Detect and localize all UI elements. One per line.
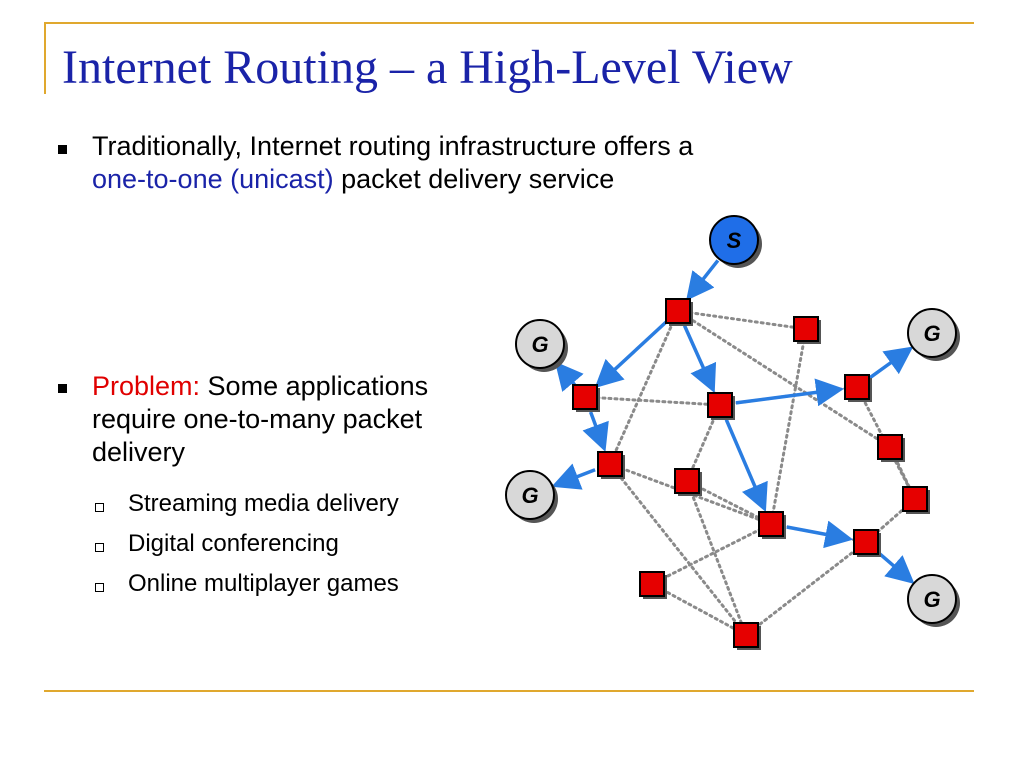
slide-title: Internet Routing – a High-Level View	[62, 41, 793, 94]
network-link-R3-R4	[583, 395, 722, 407]
router-node-R11	[853, 529, 879, 555]
route-arrow-R7-G3	[551, 463, 596, 490]
bullet-2: Problem: Some applications require one-t…	[92, 370, 428, 469]
bullet-2-line-3: delivery	[92, 437, 186, 467]
bullet-marker-2	[58, 384, 67, 393]
network-link-R12-R13	[650, 582, 748, 637]
network-link-R1-R6	[676, 309, 892, 449]
bullet-1-line-2: one-to-one (unicast) packet delivery ser…	[92, 163, 693, 196]
sub-bullet-2: Digital conferencing	[128, 530, 339, 557]
unicast-highlight: one-to-one (unicast)	[92, 164, 334, 194]
router-node-R1	[665, 298, 691, 324]
group-member-2-node	[907, 308, 957, 358]
route-arrow-S-R1	[686, 259, 720, 301]
network-link-R12-R10	[650, 522, 773, 586]
routes-layer	[551, 259, 915, 584]
title-accent-horizontal	[44, 22, 974, 24]
bullet-2-line-2: require one-to-many packet	[92, 404, 423, 434]
router-node-R2	[793, 316, 819, 342]
router-node-R3	[572, 384, 598, 410]
bullet-1: Traditionally, Internet routing infrastr…	[92, 130, 693, 196]
group-member-4-node	[907, 574, 957, 624]
sub-marker-3	[95, 583, 104, 592]
route-arrow-R1-R4	[682, 324, 717, 394]
network-link-R8-R13	[685, 479, 748, 637]
group-member-3-label: G	[521, 483, 538, 508]
network-link-R8-R10	[685, 479, 773, 526]
router-node-R10	[758, 511, 784, 537]
route-arrow-R4-R10	[724, 419, 768, 513]
network-link-R7-R13	[608, 462, 748, 637]
sub-marker-1	[95, 503, 104, 512]
group-member-3-node	[505, 470, 555, 520]
source-label: S	[727, 228, 742, 253]
network-link-R11-R13	[744, 540, 868, 637]
route-arrow-R10-R11	[786, 520, 854, 549]
router-node-R12	[639, 571, 665, 597]
nodes-layer: S G G G G	[505, 215, 960, 650]
network-link-R1-R2	[676, 309, 808, 331]
router-node-R9	[902, 486, 928, 512]
group-member-1-label: G	[531, 332, 548, 357]
bullet-marker-1	[58, 145, 67, 154]
route-arrow-R1-R3	[594, 320, 668, 389]
router-node-R13	[733, 622, 759, 648]
group-member-1-node	[515, 319, 565, 369]
router-node-R5	[844, 374, 870, 400]
route-arrow-R3-G1	[554, 361, 584, 392]
problem-label: Problem:	[92, 371, 201, 401]
route-arrow-R11-G4	[876, 551, 915, 584]
bullet-2-text: Some applications	[200, 371, 429, 401]
network-link-R1-R7	[608, 309, 680, 466]
network-link-R2-R10	[769, 327, 808, 526]
route-arrow-R3-R7	[582, 411, 609, 452]
router-node-R8	[674, 468, 700, 494]
footer-rule	[44, 690, 974, 692]
bullet-1-rest: packet delivery service	[333, 164, 615, 194]
sub-bullet-3: Online multiplayer games	[128, 570, 399, 597]
bullet-1-line-1: Traditionally, Internet routing infrastr…	[92, 131, 694, 161]
router-node-R6	[877, 434, 903, 460]
router-node-R7	[597, 451, 623, 477]
group-member-2-label: G	[923, 321, 940, 346]
bullet-2-line-1: Problem: Some applications	[92, 370, 428, 403]
source-node	[709, 215, 759, 265]
route-arrow-R4-R5	[735, 378, 845, 407]
router-node-R4	[707, 392, 733, 418]
title-accent-vertical	[44, 22, 46, 94]
route-arrow-R5-G2	[868, 346, 914, 380]
group-member-4-label: G	[923, 587, 940, 612]
sub-bullet-1: Streaming media delivery	[128, 490, 399, 517]
sub-marker-2	[95, 543, 104, 552]
